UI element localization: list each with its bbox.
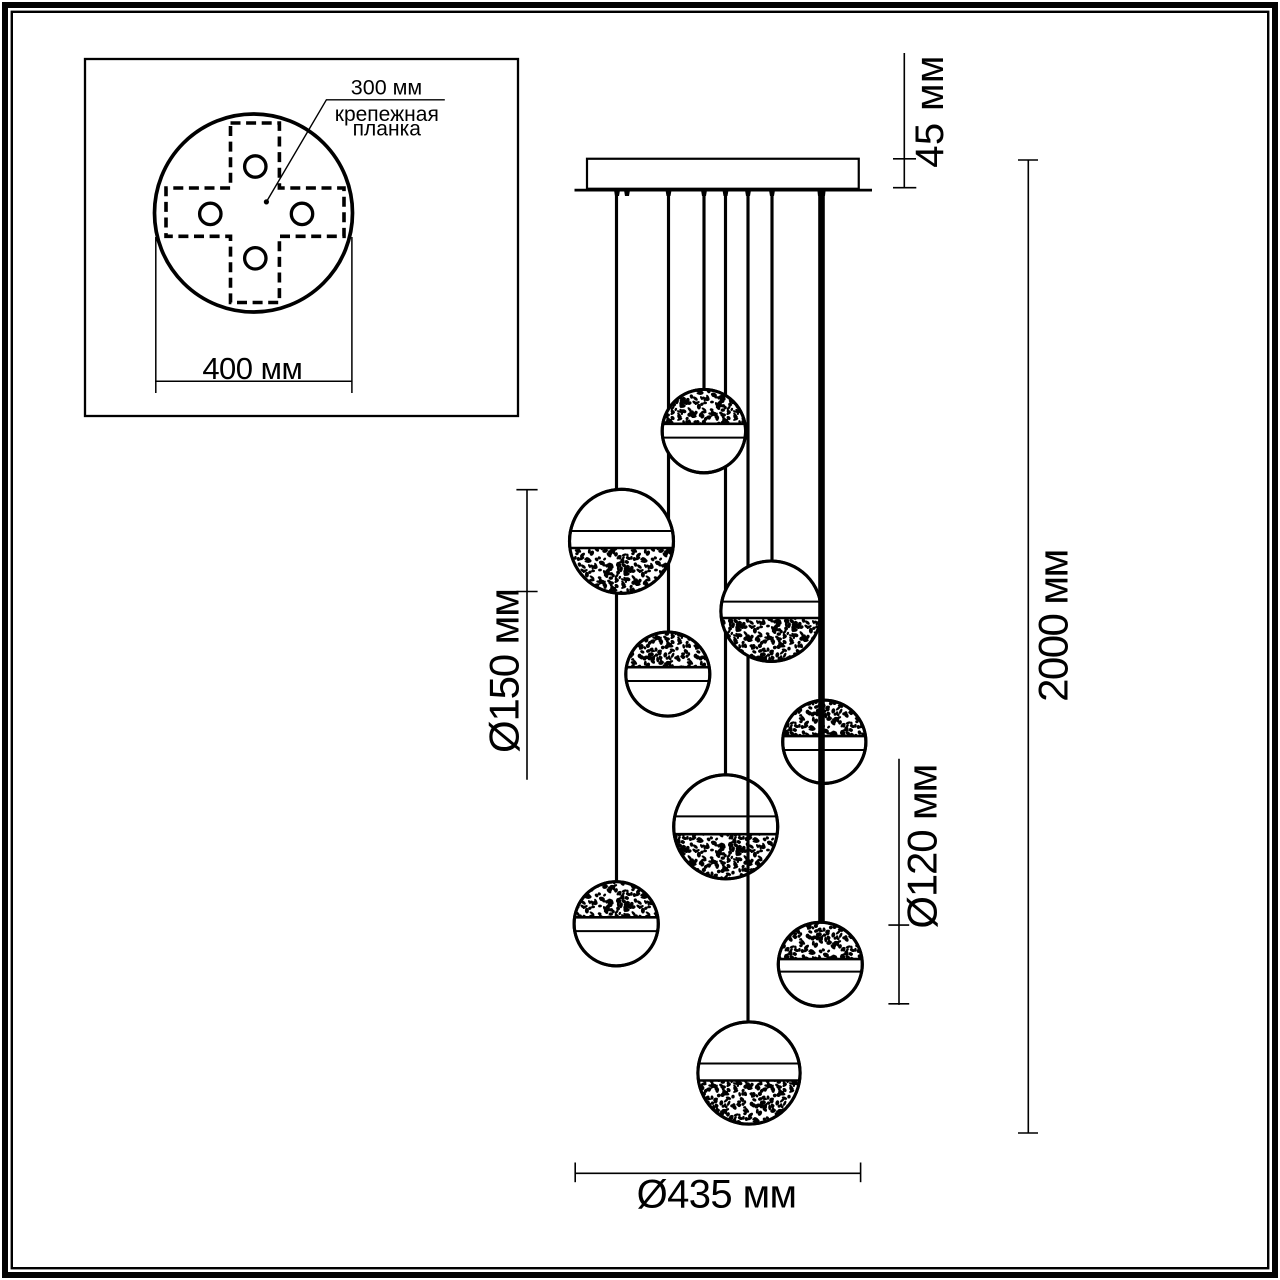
svg-text:планка: планка (353, 118, 422, 141)
svg-text:Ø435 мм: Ø435 мм (637, 1173, 797, 1217)
svg-text:300 мм: 300 мм (351, 76, 422, 100)
svg-text:Ø120 мм: Ø120 мм (898, 765, 945, 929)
svg-text:400 мм: 400 мм (202, 351, 302, 386)
svg-text:45 мм: 45 мм (908, 55, 952, 168)
svg-text:Ø150 мм: Ø150 мм (481, 589, 528, 753)
svg-text:крепежная: крепежная (335, 103, 439, 126)
svg-text:2000 мм: 2000 мм (1030, 550, 1077, 702)
